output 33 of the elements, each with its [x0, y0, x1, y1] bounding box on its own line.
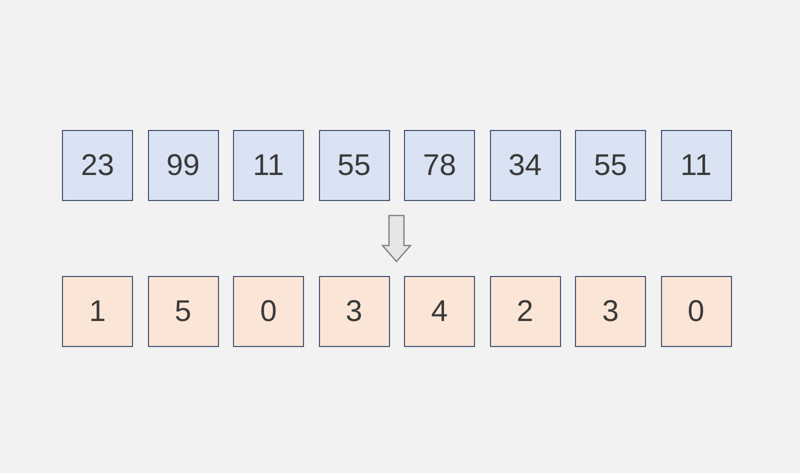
value-text: 78	[422, 150, 456, 180]
input-value-box	[575, 130, 646, 201]
count-value-box	[62, 276, 133, 347]
count-value-box	[404, 276, 475, 347]
count-value-box	[318, 276, 390, 347]
value-text: 3	[602, 296, 619, 326]
input-value-box	[490, 130, 560, 201]
value-text: 55	[594, 150, 628, 180]
count-value-box	[490, 276, 560, 347]
input-value-box	[62, 130, 133, 201]
input-value-box	[404, 130, 475, 201]
count-value-box	[575, 276, 646, 347]
value-text: 55	[337, 150, 371, 180]
count-value-box	[148, 276, 218, 347]
count-value-box	[660, 276, 732, 347]
value-text: 11	[252, 150, 284, 180]
input-value-box	[148, 130, 218, 201]
input-value-box	[233, 130, 304, 201]
input-value-box	[318, 130, 390, 201]
value-text: 3	[346, 296, 362, 326]
value-text: 1	[89, 296, 106, 326]
value-text: 34	[508, 150, 542, 180]
input-value-box	[660, 130, 732, 201]
count-value-box	[233, 276, 304, 347]
value-text: 0	[688, 296, 704, 326]
value-text: 11	[680, 150, 712, 180]
value-text: 5	[174, 296, 192, 326]
value-text: 4	[431, 296, 448, 326]
value-text: 99	[166, 150, 200, 180]
block-arrow	[381, 214, 412, 262]
value-text: 23	[80, 150, 114, 180]
value-text: 0	[260, 296, 277, 326]
value-text: 2	[516, 296, 534, 326]
